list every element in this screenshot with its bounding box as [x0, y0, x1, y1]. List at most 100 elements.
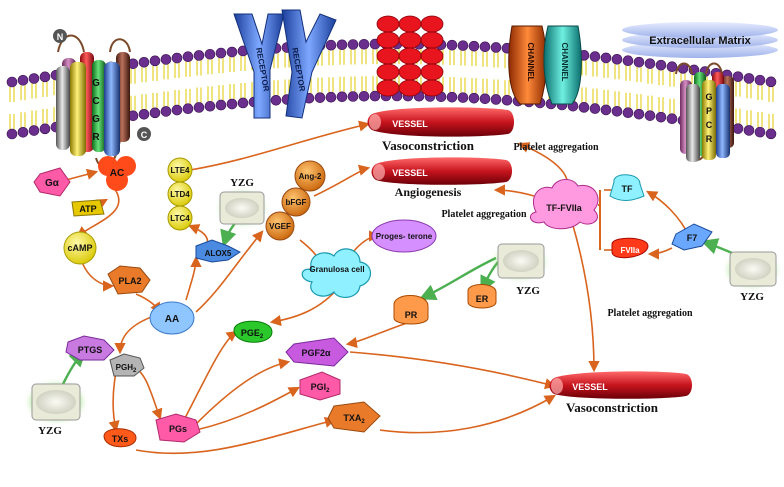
pump-subunit	[376, 15, 400, 33]
fviia-node: FVIIa	[611, 237, 649, 259]
lipid-tail	[614, 64, 620, 80]
receptor-pair: RECEPTOR RECEPTOR	[233, 9, 337, 119]
yzg-label-right: YZG	[740, 291, 764, 303]
svg-text:Granulosa cell: Granulosa cell	[309, 265, 364, 274]
lipid-head	[149, 107, 161, 119]
lipid-tail	[746, 110, 752, 126]
tf-fviia-node: TF-FVIIa	[529, 179, 599, 230]
lipid-tail	[218, 85, 224, 101]
lipid-tail	[339, 76, 345, 92]
lipid-tail	[449, 77, 455, 93]
pgf2a-label: PGF2α	[301, 348, 331, 358]
arrow-pr-pgf2a	[345, 321, 411, 349]
ptgs-node: PTGS	[65, 335, 115, 361]
pge2-node: PGE2	[233, 320, 273, 343]
lipid-head	[501, 94, 513, 106]
aa-node: AA	[149, 301, 195, 335]
arrow-ang2-angiogenesis	[313, 164, 371, 197]
lipid-tail	[768, 86, 774, 102]
lipid-tail	[361, 49, 367, 65]
lipid-head	[17, 74, 29, 86]
lipid-head	[347, 39, 359, 50]
tf-label: TF	[622, 184, 633, 194]
pgs-node: PGs	[155, 413, 201, 443]
lipid-head	[611, 53, 623, 65]
lipid-tail	[229, 57, 235, 73]
lipid-tail	[757, 85, 763, 101]
lipid-tail	[658, 97, 664, 113]
ptgs-label: PTGS	[78, 345, 103, 355]
pump-subunit	[398, 31, 422, 49]
lipid-tail	[339, 49, 345, 65]
gcgr-letter-4: R	[92, 132, 100, 143]
lipid-head	[193, 102, 205, 113]
lipid-head	[325, 91, 337, 103]
pump-subunit	[398, 79, 422, 97]
lipid-tail	[647, 68, 653, 84]
aa-label: AA	[165, 314, 179, 325]
lipid-head	[336, 39, 348, 51]
yzg-herb-right: YZG	[728, 251, 777, 303]
lipid-tail	[647, 95, 653, 111]
lipid-head	[754, 74, 766, 86]
arrow-galpha-ac	[65, 168, 99, 181]
vessel-vasoconstriction-top: VESSEL Vasoconstriction	[367, 107, 514, 153]
lipid-head	[369, 90, 381, 102]
arrow-tffviia-angiogenesis	[493, 184, 535, 197]
lipid-tail	[240, 55, 246, 71]
lipid-tail	[31, 83, 37, 99]
ac-node: AC	[98, 156, 136, 191]
svg-text:PGH2: PGH2	[116, 363, 137, 374]
lipid-tail	[625, 92, 631, 108]
lipid-tail	[482, 51, 488, 67]
lipid-tail	[592, 88, 598, 104]
lipid-tail	[603, 89, 609, 105]
lipid-head	[160, 106, 172, 117]
lipid-head	[666, 61, 678, 73]
lte4-label: LTE4	[171, 166, 191, 175]
g-alpha-node: Gα	[33, 167, 71, 197]
lipid-head	[204, 100, 216, 112]
extracellular-matrix-label: Extracellular Matrix	[649, 35, 751, 47]
lipid-head	[732, 123, 744, 134]
lipid-head	[468, 92, 480, 104]
lipid-tail	[581, 60, 587, 76]
lipid-head	[743, 125, 755, 136]
pump-subunit	[376, 63, 400, 81]
lipid-head	[633, 108, 645, 120]
bfgf-label: bFGF	[286, 198, 307, 207]
lipid-head	[490, 94, 502, 105]
granulosa-cell-node: Granulosa cell	[301, 248, 372, 298]
arrow-yzg-alox5	[220, 221, 237, 248]
lipid-tail	[636, 94, 642, 110]
platelet-aggregation-bottom: Platelet aggregation	[607, 308, 693, 319]
lipid-tail	[625, 65, 631, 81]
f7-node: F7	[671, 223, 713, 251]
lipid-tail	[196, 60, 202, 76]
pgi2-subscript: 2	[326, 388, 330, 394]
arrow-pgf2a-vessel	[349, 351, 557, 390]
lipid-head	[28, 73, 40, 84]
channel-label-1: CHANNEL	[526, 42, 535, 81]
lipid-head	[457, 92, 469, 103]
arrow-txs-txa2	[135, 416, 337, 455]
lipid-head	[237, 97, 249, 109]
lipid-head	[182, 51, 194, 63]
lipid-tail	[328, 50, 334, 66]
arrow-aa-alox5	[185, 255, 202, 301]
gcgr-letter-2: C	[92, 96, 99, 107]
lipid-tail	[603, 62, 609, 78]
lipid-tail	[493, 79, 499, 95]
pgs-label: PGs	[169, 424, 187, 434]
lipid-head	[270, 94, 282, 106]
lipid-head	[457, 40, 469, 51]
txs-label: TXs	[112, 434, 129, 444]
lipid-tail	[229, 84, 235, 100]
lipid-tail	[42, 81, 48, 97]
lipid-tail	[174, 63, 180, 79]
vasoconstriction-label-top: Vasoconstriction	[382, 138, 475, 153]
lipid-tail	[163, 91, 169, 107]
lipid-tail	[636, 67, 642, 83]
lipid-head	[644, 110, 656, 121]
